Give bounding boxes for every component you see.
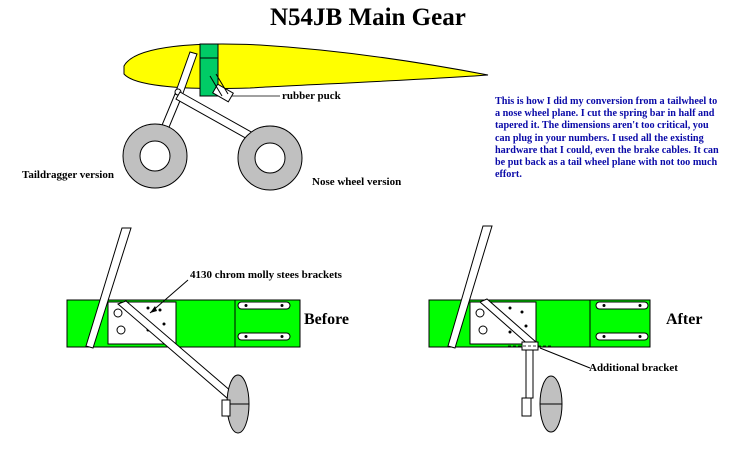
before-view — [66, 227, 301, 434]
after-label: After — [666, 311, 703, 328]
page-title: N54JB Main Gear — [270, 4, 466, 31]
rubber-puck-label: rubber puck — [282, 90, 341, 102]
description-text: This is how I did my conversion from a t… — [495, 96, 719, 181]
nose-wheel-label: Nose wheel version — [312, 176, 402, 188]
top-assembly — [122, 43, 489, 191]
before-label: Before — [304, 311, 350, 328]
gear-mount-block — [199, 43, 219, 97]
after-vertical-leg — [525, 349, 534, 399]
before-tail-strut — [85, 227, 132, 349]
after-tail-strut — [447, 225, 493, 349]
nose-wheel — [237, 125, 303, 191]
wing — [123, 43, 489, 90]
before-wheel — [221, 374, 250, 434]
additional-bracket-label: Additional bracket — [589, 362, 678, 374]
taildragger-wheel — [122, 123, 188, 189]
taildragger-label: Taildragger version — [22, 169, 114, 181]
after-view — [428, 225, 651, 433]
brackets-label: 4130 chrom molly stees brackets — [190, 269, 342, 281]
after-wheel — [521, 375, 563, 433]
